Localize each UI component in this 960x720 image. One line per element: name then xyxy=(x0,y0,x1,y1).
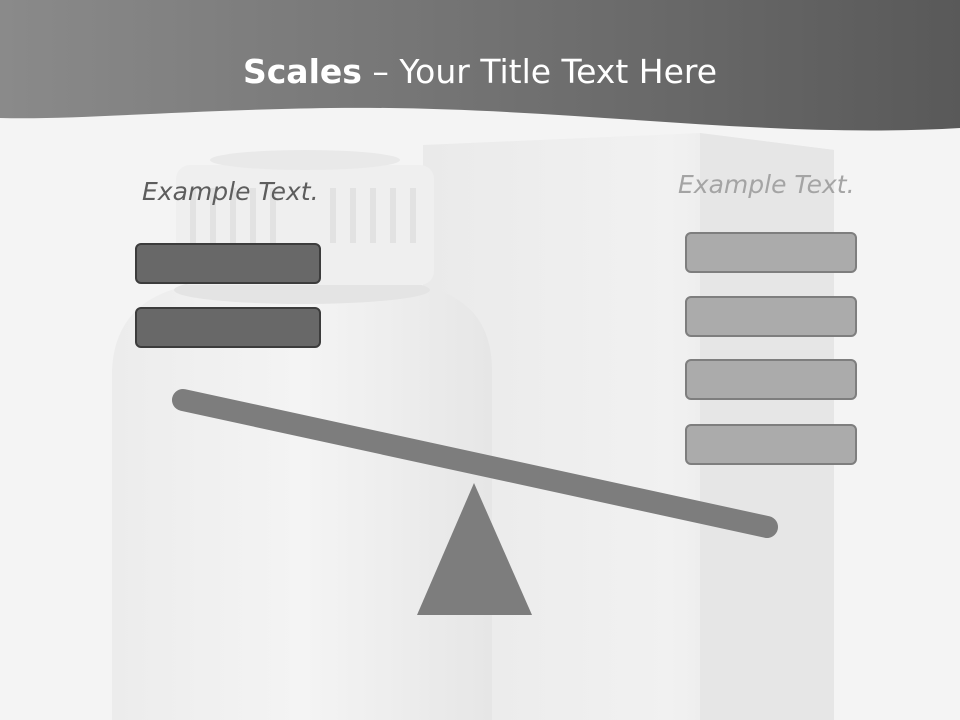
left-example-text: Example Text. xyxy=(142,177,319,206)
right-box-3[interactable] xyxy=(685,359,857,400)
right-box-2[interactable] xyxy=(685,296,857,337)
title-rest: – Your Title Text Here xyxy=(361,52,718,91)
right-example-text: Example Text. xyxy=(678,170,855,199)
right-box-1[interactable] xyxy=(685,232,857,273)
title-bold: Scales xyxy=(242,52,362,91)
left-box-2[interactable] xyxy=(135,307,321,348)
right-box-4[interactable] xyxy=(685,424,857,465)
seesaw xyxy=(172,389,778,615)
seesaw-fulcrum xyxy=(417,483,532,615)
slide-title: Scales – Your Title Text Here xyxy=(0,52,960,91)
seesaw-beam xyxy=(172,389,778,538)
left-box-1[interactable] xyxy=(135,243,321,284)
header-band xyxy=(0,0,960,131)
